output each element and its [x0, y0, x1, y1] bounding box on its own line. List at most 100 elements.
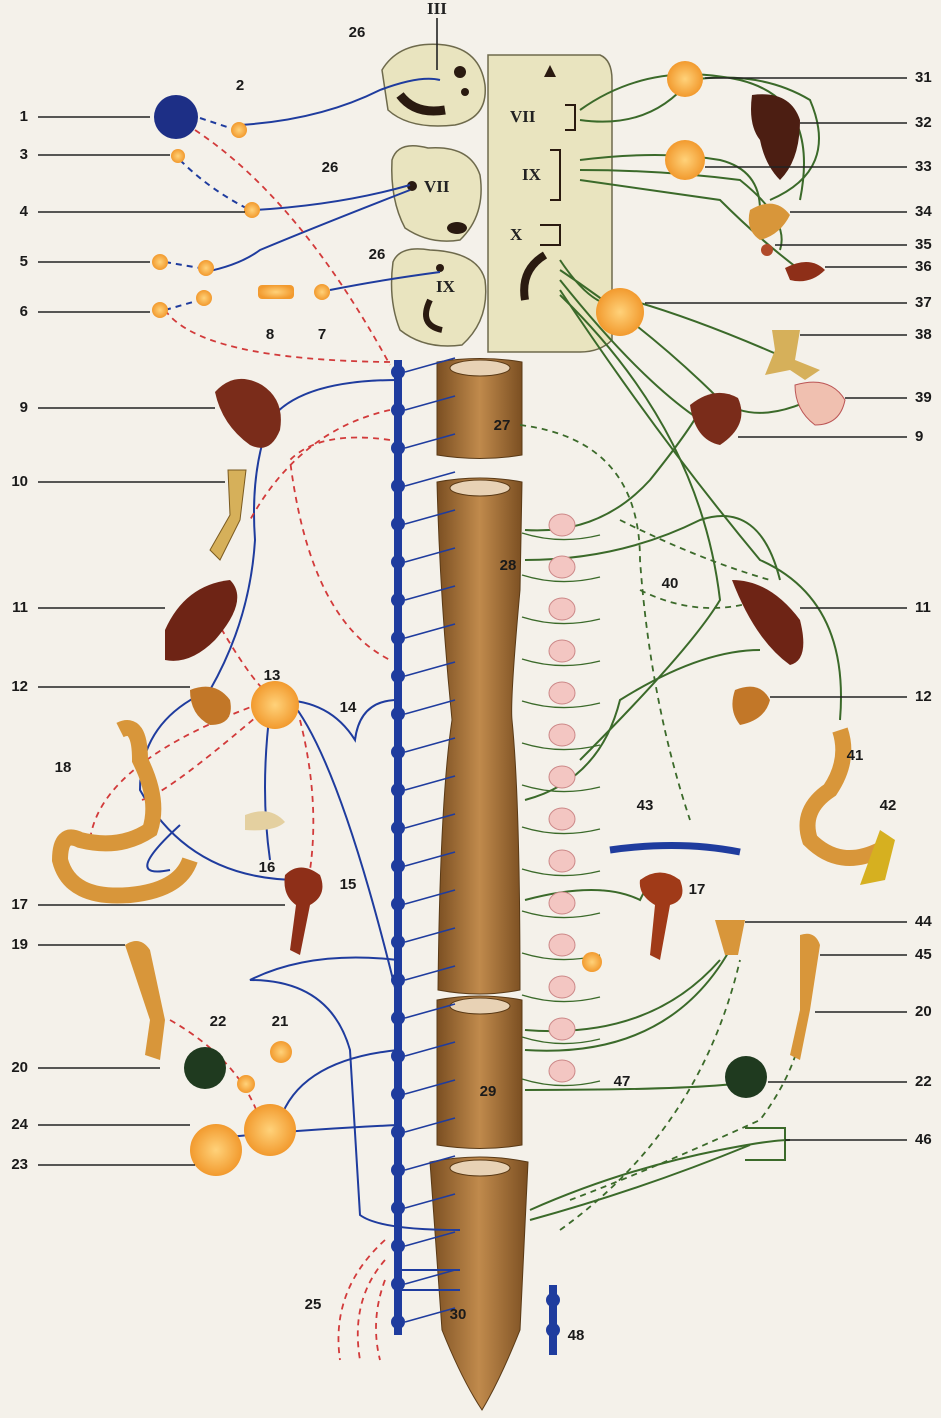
label-left-11: 11 — [12, 599, 28, 616]
label-right-39: 39 — [915, 389, 932, 406]
roman-label-vii-right: VII — [510, 107, 536, 126]
organ-41 — [808, 730, 881, 858]
label-inner-8: 8 — [266, 326, 274, 343]
label-inner-25: 25 — [305, 1296, 322, 1313]
label-inner-2: 2 — [236, 77, 244, 94]
spinal-ganglion — [549, 556, 575, 578]
spinal-ganglion — [549, 1018, 575, 1040]
label-right-32: 32 — [915, 114, 932, 131]
label-inner-22: 22 — [210, 1013, 227, 1030]
ganglion-37 — [596, 288, 644, 336]
organ-35 — [761, 244, 773, 256]
trachea-left — [210, 470, 246, 560]
intestine-left — [60, 728, 190, 896]
spinal-ganglion — [549, 598, 575, 620]
trunk-ganglion — [391, 1239, 405, 1253]
midbrain-section: III — [382, 0, 485, 126]
trunk-ganglion — [391, 859, 405, 873]
label-inner-21: 21 — [272, 1013, 289, 1030]
label-right-35: 35 — [915, 236, 932, 253]
trunk-ramus — [405, 738, 455, 752]
trunk-ganglion — [391, 897, 405, 911]
ganglion-3 — [171, 149, 185, 163]
trunk-ganglion — [391, 1315, 405, 1329]
label-left-6: 6 — [20, 303, 28, 320]
brainstem-nuclei-panel: VII IX X — [488, 55, 612, 352]
roman-label-iii: III — [427, 0, 447, 18]
pancreas-left — [190, 687, 231, 725]
label-left-12: 12 — [11, 678, 28, 695]
organ-39 — [795, 382, 845, 425]
label-right-31: 31 — [915, 69, 932, 86]
label-inner-41: 41 — [847, 747, 864, 764]
label-inner-48: 48 — [568, 1327, 585, 1344]
colon-left — [125, 941, 165, 1060]
label-inner-47: 47 — [614, 1073, 631, 1090]
label-left-23: 23 — [11, 1156, 28, 1173]
spinal-ganglia-row — [522, 514, 600, 1086]
label-inner-15: 15 — [340, 876, 357, 893]
spinal-ganglion — [549, 514, 575, 536]
organ-36 — [785, 262, 825, 281]
trunk-ganglion — [391, 745, 405, 759]
ganglion-5b — [198, 260, 214, 276]
label-left-17: 17 — [11, 896, 28, 913]
trunk-ganglion — [391, 593, 405, 607]
ganglion-33 — [665, 140, 705, 180]
organ-34 — [749, 204, 790, 240]
spinal-ganglion — [549, 766, 575, 788]
spinal-ganglion — [549, 850, 575, 872]
heart-right — [690, 393, 741, 445]
trunk-ganglion — [391, 821, 405, 835]
trunk-ganglion — [391, 1087, 405, 1101]
ganglion-22b — [237, 1075, 255, 1093]
ganglion-8 — [258, 285, 294, 299]
legend-sympathetic-trunk-sample — [546, 1285, 560, 1355]
trunk-ganglion — [391, 517, 405, 531]
ganglion-31 — [667, 61, 703, 97]
trunk-ganglion — [391, 935, 405, 949]
label-right-12: 12 — [915, 688, 932, 705]
label-left-5: 5 — [20, 253, 28, 270]
spinal-ganglion — [549, 934, 575, 956]
label-right-9: 9 — [915, 428, 923, 445]
label-inner-29: 29 — [480, 1083, 497, 1100]
organ-44 — [715, 920, 745, 955]
label-inner-43: 43 — [637, 797, 654, 814]
ganglion-24 — [244, 1104, 296, 1156]
label-left-20: 20 — [11, 1059, 28, 1076]
label-inner-30: 30 — [450, 1306, 467, 1323]
trunk-ganglion — [391, 1011, 405, 1025]
label-inner-17: 17 — [689, 881, 706, 898]
label-right-45: 45 — [915, 946, 932, 963]
pancreas-right — [732, 687, 770, 725]
label-left-10: 10 — [11, 473, 28, 490]
label-inner-40: 40 — [662, 575, 679, 592]
label-right-36: 36 — [915, 258, 932, 275]
ganglion-23 — [190, 1124, 242, 1176]
ganglion-47 — [582, 952, 602, 972]
ganglion-7 — [314, 284, 330, 300]
ganglion-21 — [270, 1041, 292, 1063]
roman-label-x: X — [510, 225, 523, 244]
celiac-ganglion — [251, 681, 299, 729]
trunk-ganglion — [391, 441, 405, 455]
organ-38 — [765, 330, 820, 380]
label-right-34: 34 — [915, 203, 932, 220]
label-left-4: 4 — [20, 203, 29, 220]
kidney-right — [732, 580, 803, 665]
label-left-24: 24 — [11, 1116, 28, 1133]
trunk-ganglion — [391, 1125, 405, 1139]
label-right-46: 46 — [915, 1131, 932, 1148]
roman-label-ix-right: IX — [522, 165, 542, 184]
label-inner-42: 42 — [880, 797, 897, 814]
spinal-ganglion — [549, 1060, 575, 1082]
trunk-ganglion — [391, 1163, 405, 1177]
label-inner-26: 26 — [322, 159, 339, 176]
kidney-left — [165, 580, 237, 661]
roman-label-vii-left: VII — [424, 177, 450, 196]
colon-right — [790, 934, 820, 1060]
adrenal-dark-right — [725, 1056, 767, 1098]
trunk-ganglion — [391, 1201, 405, 1215]
